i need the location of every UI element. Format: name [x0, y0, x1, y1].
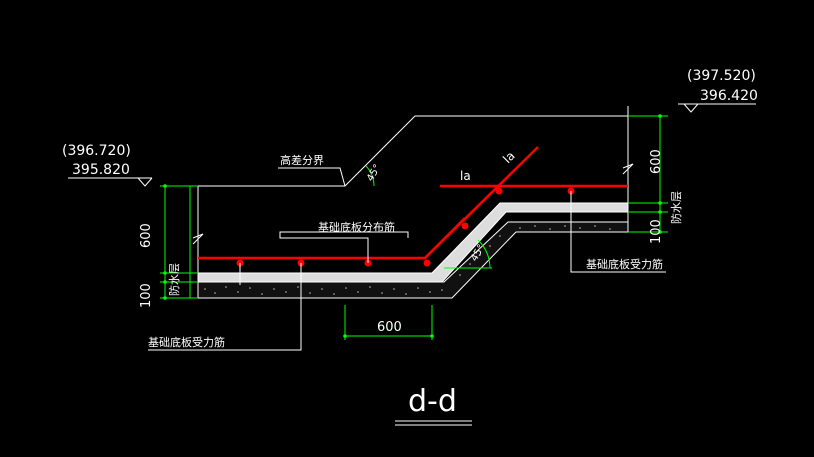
la-diagonal-label: la [500, 149, 517, 166]
leader-lines [148, 167, 666, 351]
rebar-diagonal [424, 146, 539, 259]
la-horizontal-label: la [460, 169, 471, 183]
left-level-value: 395.820 [72, 162, 130, 178]
rebar [198, 146, 628, 260]
left-level-paren: (396.720) [62, 143, 131, 159]
bottom-dim-600: 600 [377, 320, 402, 335]
right-level-paren: (397.520) [687, 68, 756, 84]
main-bar-label-right: 基础底板受力筋 [586, 257, 663, 271]
right-dim-600: 600 [649, 149, 664, 174]
waterproof-layer [197, 202, 629, 283]
dimension-ticks [163, 114, 662, 338]
distribution-bar-label: 基础底板分布筋 [318, 220, 395, 234]
left-dim-600: 600 [139, 223, 154, 248]
slab-outline [192, 106, 634, 298]
title-underline [395, 420, 472, 426]
angle-top-label: 45° [365, 163, 383, 184]
section-title: d-d [408, 384, 457, 419]
left-level-marker [68, 177, 153, 187]
right-waterproof-label: 防水层 [669, 191, 683, 224]
right-level-value: 396.420 [700, 88, 758, 104]
height-boundary-label: 高差分界 [280, 153, 324, 167]
left-waterproof-label: 防水层 [167, 263, 181, 296]
cushion-layer [197, 221, 629, 299]
left-dim-100: 100 [139, 283, 154, 308]
right-dim-100: 100 [649, 219, 664, 244]
main-bar-label-left: 基础底板受力筋 [148, 335, 225, 349]
right-level-marker [678, 103, 756, 113]
